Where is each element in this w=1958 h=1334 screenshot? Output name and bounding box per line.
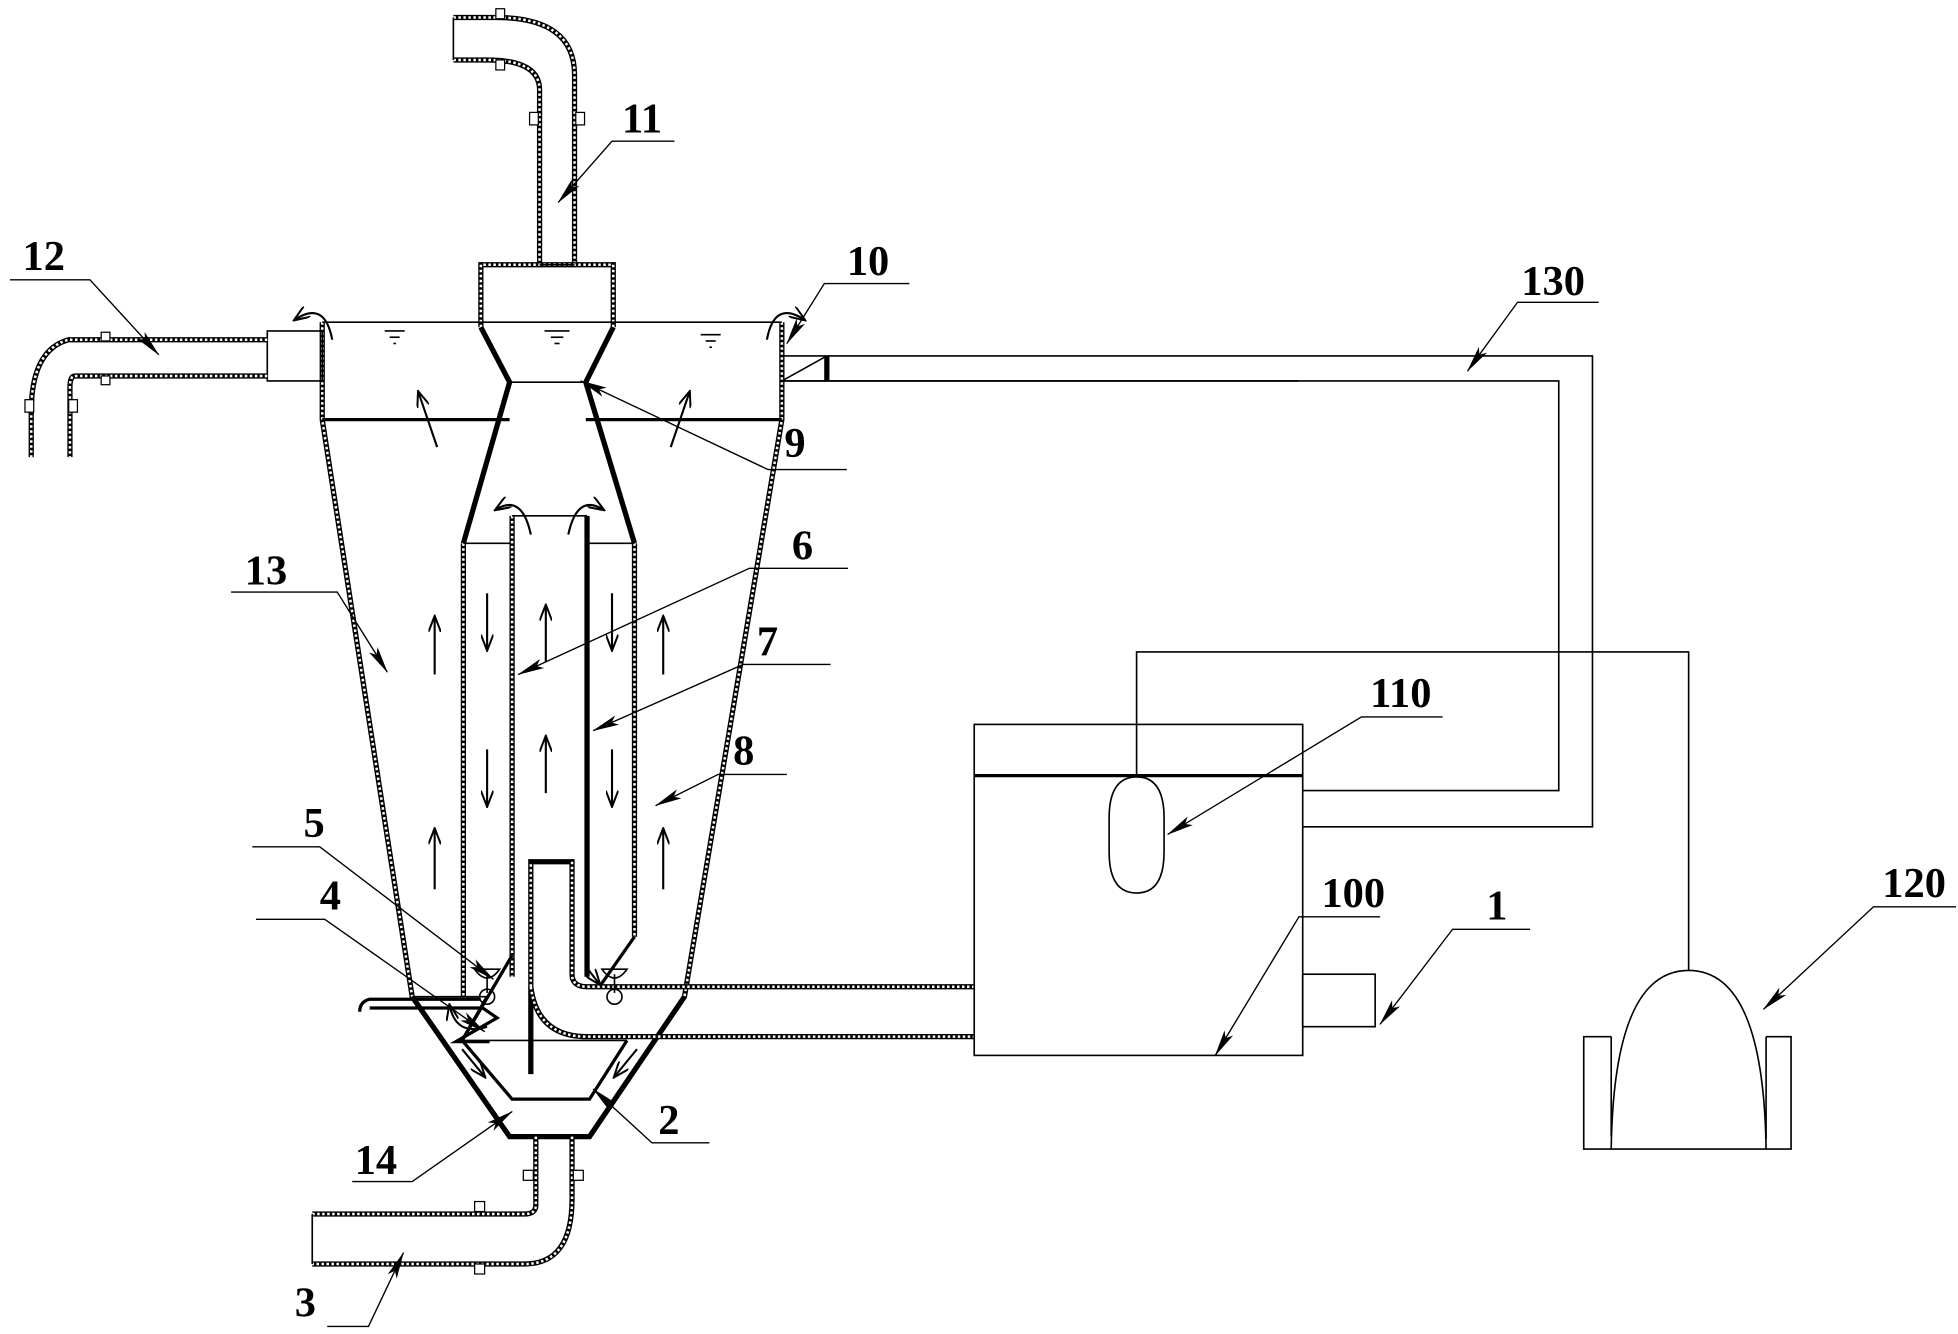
label-2: 2	[658, 1097, 679, 1144]
top-hood	[460, 262, 638, 545]
label-12: 12	[22, 233, 64, 280]
label-9: 9	[784, 420, 805, 467]
pump-120	[1582, 969, 1792, 1150]
outlet-pipe-11	[452, 8, 586, 265]
label-100: 100	[1321, 870, 1385, 917]
reference-numerals: 11 12 10 130 9 6 7 8 13 5 4 2 14 3 110 1…	[22, 95, 1945, 1326]
label-7: 7	[757, 619, 778, 666]
label-14: 14	[355, 1137, 397, 1184]
label-13: 13	[245, 548, 287, 595]
label-1: 1	[1486, 882, 1507, 929]
label-120: 120	[1882, 860, 1946, 907]
inlet-pipe-3	[311, 1136, 584, 1275]
label-6: 6	[792, 523, 813, 570]
label-5: 5	[304, 800, 325, 847]
water-level-symbol	[384, 330, 405, 345]
leader-lines	[9, 140, 1956, 1328]
tank-100	[973, 723, 1376, 1057]
label-4: 4	[320, 872, 341, 919]
label-11: 11	[622, 95, 662, 142]
label-3: 3	[295, 1279, 316, 1326]
valve-5-right	[600, 968, 629, 1006]
float-110	[1108, 651, 1690, 971]
feed-pipe	[528, 859, 975, 1075]
return-pipe-130	[781, 355, 1594, 828]
overflow-pipe-12	[24, 330, 324, 458]
overflow-box-10	[781, 355, 1299, 382]
water-level-symbol	[700, 333, 721, 349]
label-8: 8	[733, 727, 754, 774]
label-130: 130	[1521, 258, 1585, 305]
draft-tube-assembly	[460, 515, 638, 997]
water-level-symbol	[544, 330, 570, 345]
label-110: 110	[1370, 670, 1431, 717]
outer-vessel	[319, 321, 785, 1140]
flow-arrows	[295, 313, 805, 1077]
label-10: 10	[847, 238, 889, 285]
